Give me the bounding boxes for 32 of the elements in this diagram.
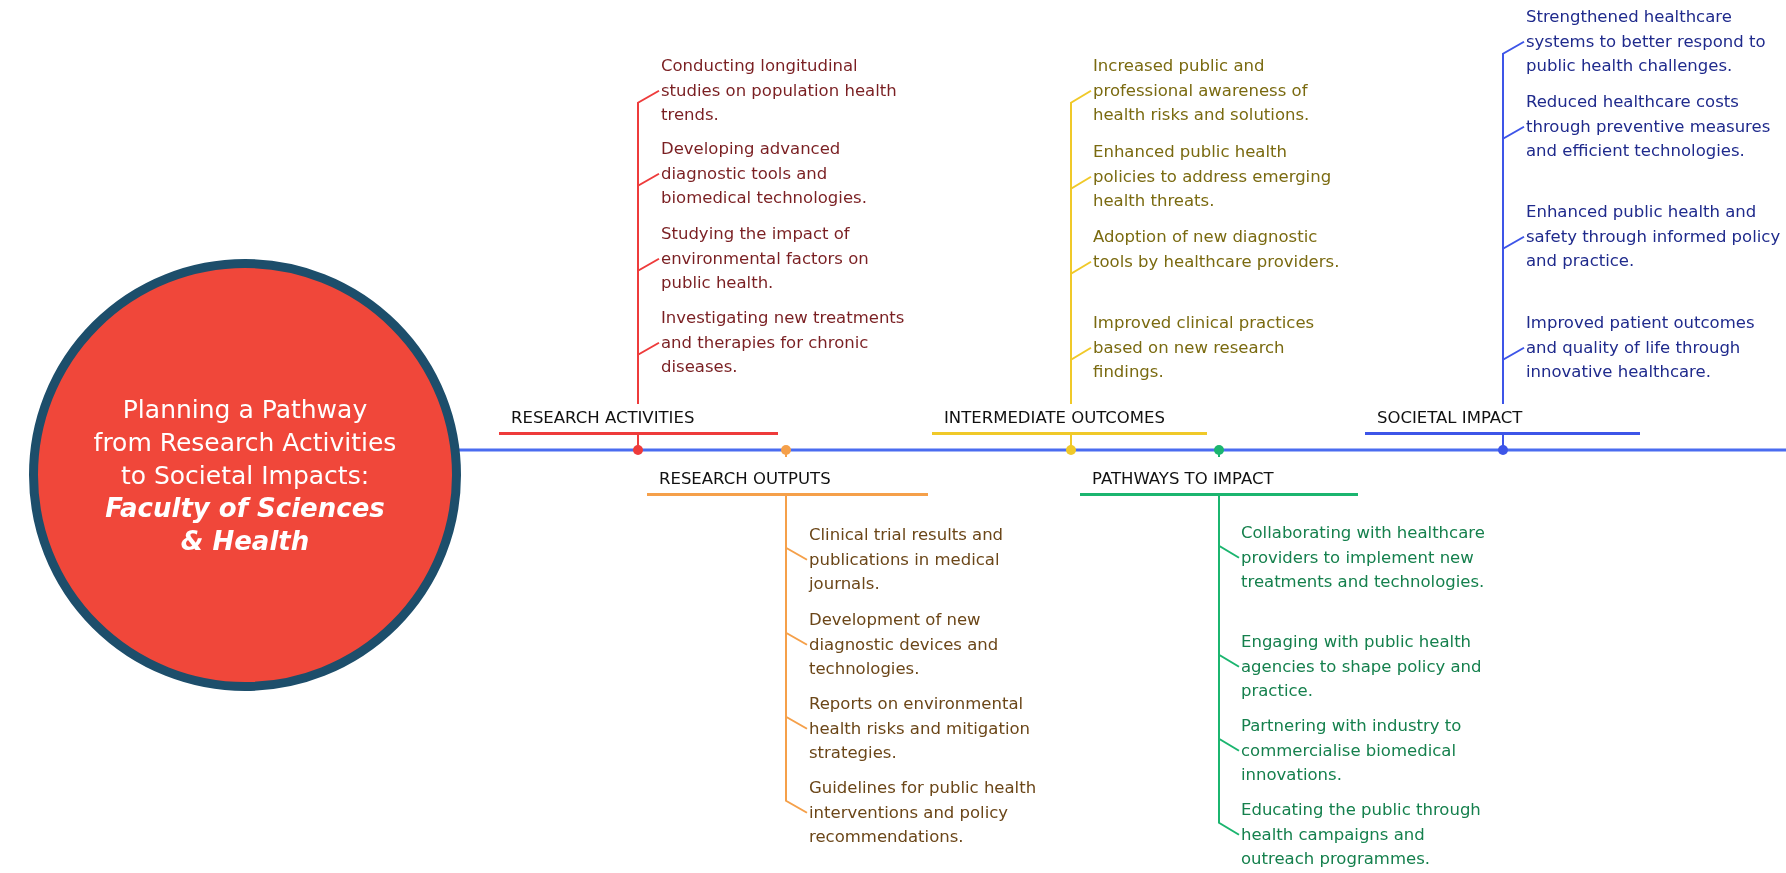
list-item-text: Studying the impact of environmental factors on public health. [661, 222, 911, 296]
list-item-text: Development of new diagnostic devices and technologies. [809, 608, 1064, 682]
list-item-text: Investigating new treatments and therapies for chronic diseases. [661, 306, 911, 380]
list-item-text: Reduced healthcare costs through preventive measures and efficient technologies. [1526, 90, 1784, 164]
branch-line [637, 341, 660, 405]
list-item-text: Clinical trial results and publications in medical journals. [809, 523, 1064, 597]
circle-title-text: Planning a Pathway from Research Activities to Societal Impacts: [93, 393, 397, 492]
list-item-text: Strengthened healthcare systems to better respond to public health challenges. [1526, 5, 1784, 79]
branch-line [1070, 346, 1092, 405]
list-item-text: Educating the public through health campaigns and outreach programmes. [1241, 798, 1503, 872]
circle-subtitle-text: Faculty of Sciences & Health [104, 491, 386, 558]
section-heading: RESEARCH ACTIVITIES [499, 404, 778, 435]
list-item-text: Improved patient outcomes and quality of life through innovative healthcare. [1526, 311, 1784, 385]
list-item-text: Improved clinical practices based on new research findings. [1093, 311, 1348, 385]
list-item-text: Enhanced public health policies to address emerging health threats. [1093, 140, 1348, 214]
list-item-text: Increased public and professional awareness of health risks and solutions. [1093, 54, 1348, 128]
list-item-text: Reports on environmental health risks and mitigation strategies. [809, 692, 1064, 766]
list-item-text: Enhanced public health and safety through informed policy and practice. [1526, 200, 1784, 274]
list-item-text: Adoption of new diagnostic tools by healthcare providers. [1093, 225, 1348, 274]
list-item-text: Partnering with industry to commercialise biomedical innovations. [1241, 714, 1503, 788]
section-heading: RESEARCH OUTPUTS [647, 465, 928, 496]
list-item-text: Collaborating with healthcare providers to implement new treatments and technologies. [1241, 521, 1503, 595]
section-heading: PATHWAYS TO IMPACT [1080, 465, 1358, 496]
list-item-text: Guidelines for public health interventions and policy recommendations. [809, 776, 1064, 850]
list-item-text: Developing advanced diagnostic tools and biomedical technologies. [661, 137, 911, 211]
branch-line [785, 495, 808, 814]
section-heading: SOCIETAL IMPACT [1365, 404, 1640, 435]
branch-line [1502, 346, 1525, 405]
branch-line [1218, 495, 1240, 836]
list-item-text: Conducting longitudinal studies on population health trends. [661, 54, 911, 128]
section-heading: INTERMEDIATE OUTCOMES [932, 404, 1207, 435]
list-item-text: Engaging with public health agencies to shape policy and practice. [1241, 630, 1503, 704]
